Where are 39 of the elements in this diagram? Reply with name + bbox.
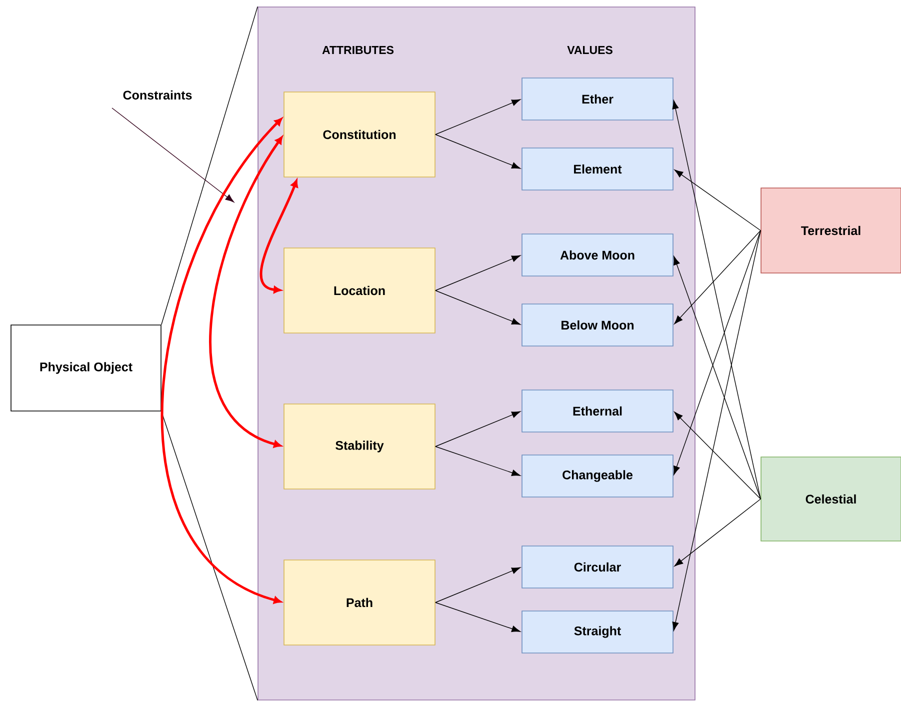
attribute-box: Stability	[284, 404, 436, 490]
attribute-box: Path	[284, 560, 436, 646]
arrow	[674, 412, 761, 500]
arrow	[674, 230, 761, 324]
arrow	[435, 411, 521, 447]
arrow	[674, 256, 761, 500]
arrow	[674, 230, 761, 475]
value-box: Changeable	[522, 454, 674, 498]
column-heading: VALUES	[567, 46, 612, 54]
arrow	[435, 446, 520, 476]
value-box: Straight	[522, 610, 674, 654]
arrow	[435, 602, 520, 632]
category-box: Terrestrial	[760, 188, 901, 274]
leader-line	[112, 108, 234, 202]
arrow	[672, 230, 761, 631]
connector-line	[161, 6, 258, 325]
constraints-label: Constraints	[123, 90, 192, 100]
arrow	[435, 134, 521, 169]
arrow	[674, 170, 761, 231]
curved-arrow	[260, 180, 298, 294]
value-box: Element	[522, 148, 674, 190]
arrow	[435, 290, 521, 325]
arrow	[435, 99, 521, 135]
attribute-box: Location	[284, 248, 436, 334]
arrow	[672, 100, 761, 500]
curved-arrow	[209, 136, 283, 448]
column-heading: ATTRIBUTES	[322, 46, 394, 54]
process-box: Physical Object	[10, 324, 162, 412]
category-box: Celestial	[760, 456, 901, 542]
value-box: Below Moon	[522, 304, 674, 346]
curved-arrow	[162, 118, 282, 604]
arrow	[674, 498, 761, 566]
value-box: Ethernal	[522, 390, 674, 432]
attribute-box: Constitution	[284, 92, 436, 178]
arrow	[435, 255, 521, 291]
value-box: Circular	[522, 546, 674, 588]
arrow	[435, 567, 521, 603]
value-box: Above Moon	[522, 234, 674, 276]
value-box: Ether	[522, 78, 674, 120]
